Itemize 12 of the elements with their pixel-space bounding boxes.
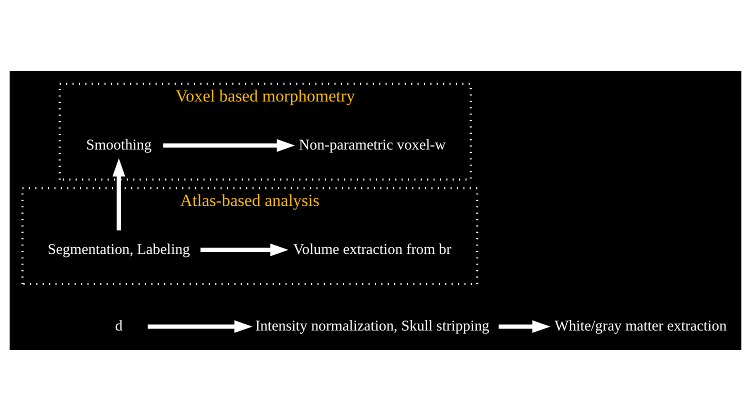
arrow (498, 320, 550, 332)
node-text: Intensity normalization, Skull stripping (254, 318, 489, 334)
node-text: Smoothing (86, 136, 152, 153)
node-text: d (114, 318, 122, 334)
node-text: White/gray matter extraction (554, 318, 726, 334)
node-text: Volume extraction from br (292, 241, 451, 258)
node-text: Non-parametric voxel-w (298, 136, 446, 153)
node-text: Segmentation, Labeling (47, 241, 190, 258)
arrow (162, 138, 294, 152)
arrow (147, 320, 252, 332)
arrow (112, 158, 125, 230)
arrow (200, 243, 288, 256)
